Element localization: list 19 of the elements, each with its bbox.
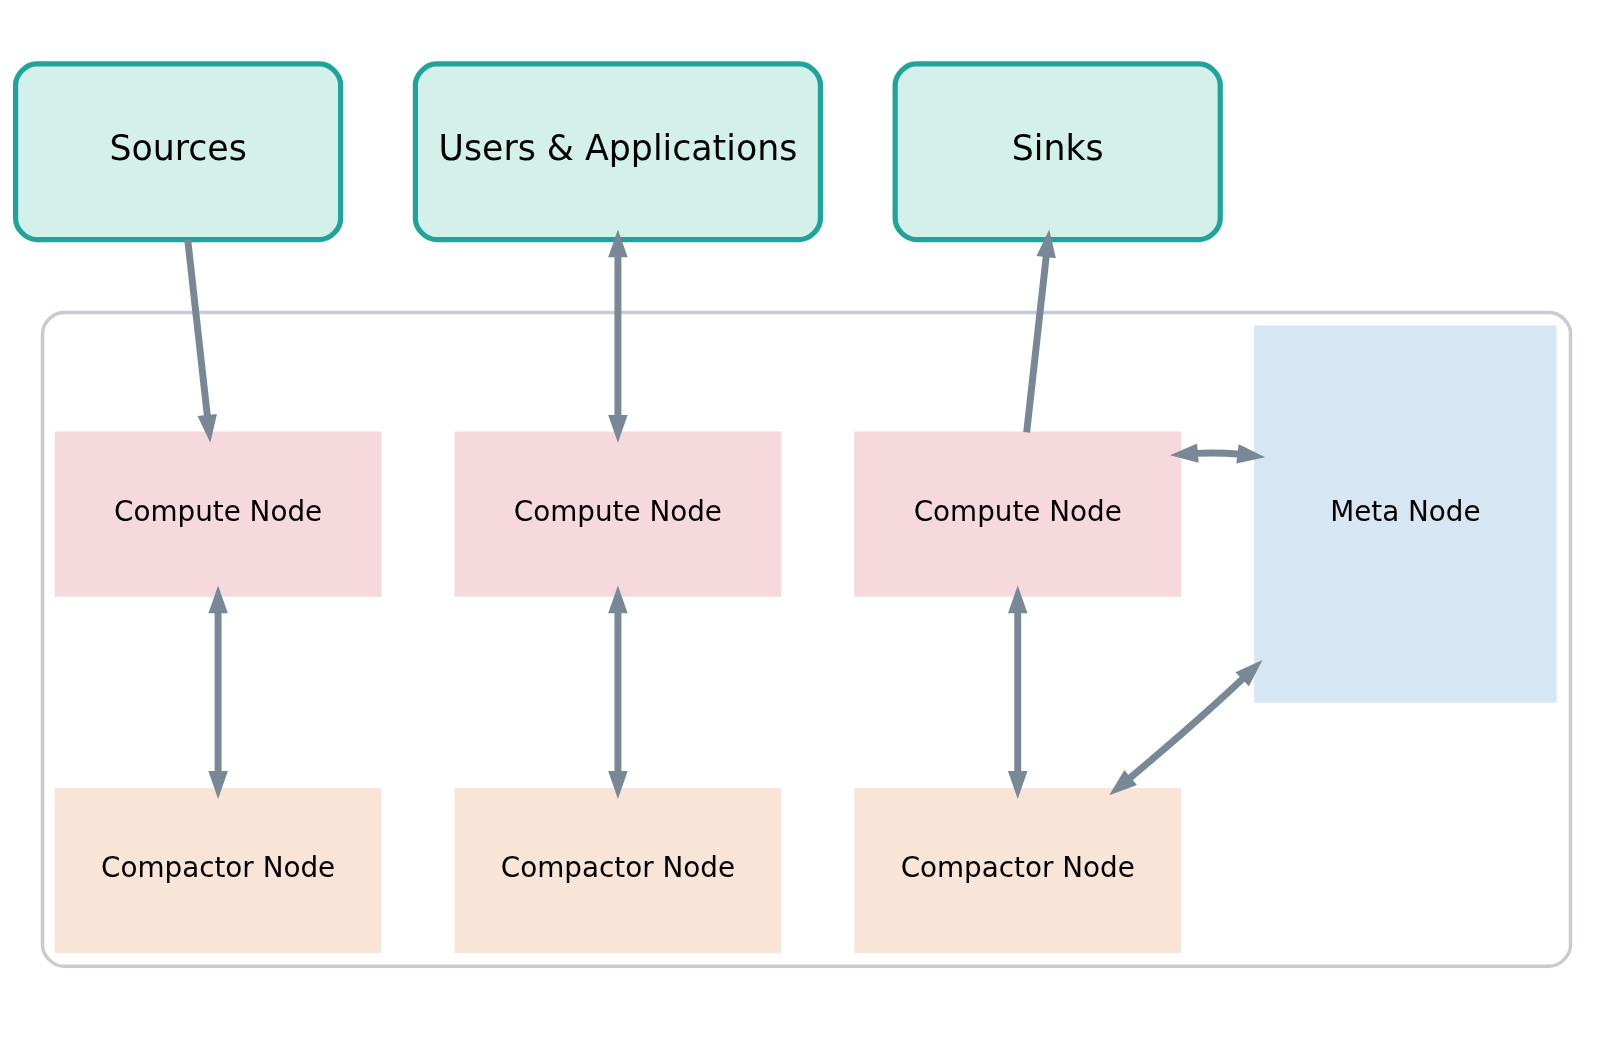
arrow: [208, 584, 228, 799]
node-box: Compute Node: [54, 431, 382, 597]
cluster: [40, 310, 1573, 968]
node-box: Sources: [12, 60, 344, 242]
node-box: Meta Node: [1254, 325, 1557, 703]
node-box: Compute Node: [854, 431, 1182, 597]
node-box: Compactor Node: [854, 787, 1182, 953]
arrow: [184, 239, 217, 443]
node-box: Users & Applications: [412, 60, 824, 242]
node-box: Compute Node: [454, 431, 782, 597]
arrow: [1023, 228, 1056, 433]
arrow: [1007, 584, 1028, 799]
node-box: Sinks: [892, 60, 1223, 242]
arrow: [1109, 659, 1263, 795]
node-box: Compactor Node: [454, 787, 782, 953]
arrow: [1170, 442, 1266, 464]
node-box: Compactor Node: [54, 787, 382, 953]
arrow: [608, 584, 628, 799]
arrow: [608, 228, 628, 443]
